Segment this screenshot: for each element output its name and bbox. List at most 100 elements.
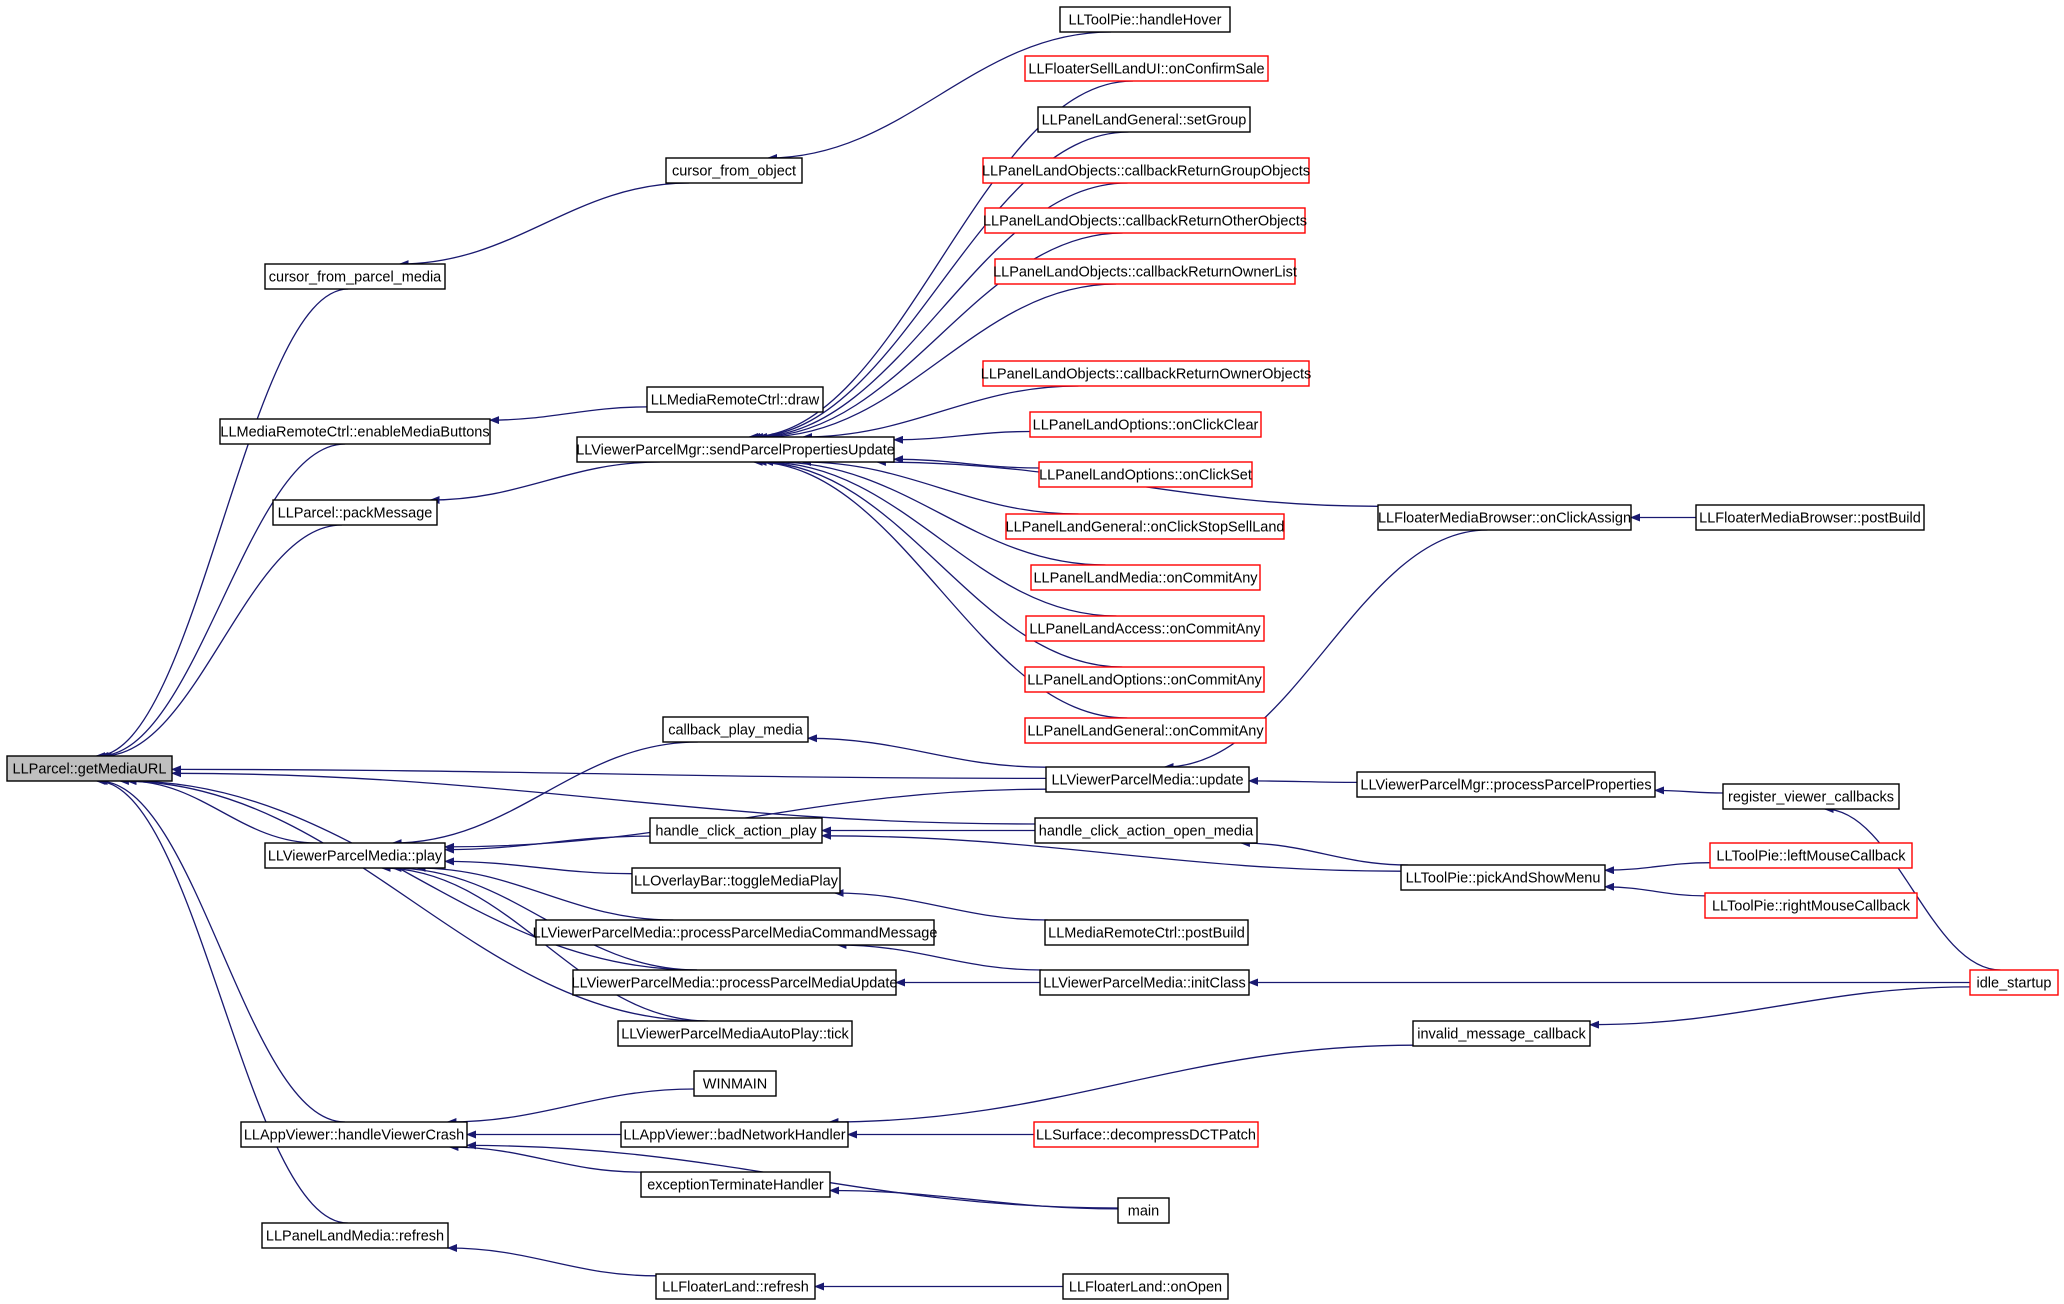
graph-node[interactable]: LLPanelLandOptions::onClickClear bbox=[1029, 411, 1262, 438]
node-box bbox=[1062, 1273, 1229, 1300]
node-box bbox=[1704, 892, 1918, 919]
graph-node[interactable]: LLToolPie::leftMouseCallback bbox=[1709, 842, 1913, 869]
node-box bbox=[649, 817, 823, 844]
node-label: LLParcel::packMessage bbox=[278, 506, 433, 522]
graph-node[interactable]: LLPanelLandObjects::callbackReturnOwnerL… bbox=[993, 258, 1297, 285]
node-box bbox=[1969, 969, 2059, 996]
node-box bbox=[1044, 919, 1249, 946]
edge-cbReturnOtherObjects-to-sendParcelPropertiesUpdate bbox=[756, 232, 1123, 441]
graph-node[interactable]: LLViewerParcelMedia::update bbox=[1045, 766, 1250, 793]
graph-node[interactable]: LLFloaterSellLandUI::onConfirmSale bbox=[1024, 55, 1269, 82]
node-label: LLPanelLandObjects::callbackReturnOwnerO… bbox=[981, 367, 1311, 383]
graph-node[interactable]: LLToolPie::pickAndShowMenu bbox=[1400, 864, 1606, 891]
node-box bbox=[620, 1121, 849, 1148]
graph-node[interactable]: LLPanelLandOptions::onCommitAny bbox=[1024, 666, 1265, 693]
graph-node[interactable]: LLPanelLandGeneral::setGroup bbox=[1037, 106, 1251, 133]
edge-processParcelMediaUpdate-to-vpmPlay bbox=[391, 864, 698, 971]
graph-node[interactable]: LLMediaRemoteCtrl::postBuild bbox=[1044, 919, 1249, 946]
graph-node[interactable]: LLFloaterLand::onOpen bbox=[1062, 1273, 1229, 1300]
node-label: LLOverlayBar::toggleMediaPlay bbox=[634, 874, 839, 890]
graph-node[interactable]: LLViewerParcelMedia::play bbox=[264, 842, 446, 869]
edge-vpmPlay-to-getMediaURL bbox=[126, 777, 317, 844]
node-box bbox=[240, 1121, 468, 1148]
graph-node[interactable]: idle_startup bbox=[1969, 969, 2059, 996]
node-label: invalid_message_callback bbox=[1417, 1027, 1586, 1043]
graph-node[interactable]: LLViewerParcelMedia::processParcelMediaU… bbox=[572, 969, 898, 996]
node-box bbox=[665, 157, 803, 184]
graph-node[interactable]: LLSurface::decompressDCTPatch bbox=[1033, 1121, 1259, 1148]
graph-node[interactable]: LLFloaterLand::refresh bbox=[655, 1273, 816, 1300]
node-box bbox=[1033, 1121, 1259, 1148]
node-box bbox=[1695, 504, 1925, 531]
edge-cbReturnOwnerList-to-sendParcelPropertiesUpdate bbox=[763, 283, 1117, 441]
graph-node[interactable]: LLPanelLandGeneral::onClickStopSellLand bbox=[1005, 513, 1285, 540]
graph-node[interactable]: exceptionTerminateHandler bbox=[640, 1171, 831, 1198]
node-label: LLToolPie::rightMouseCallback bbox=[1712, 899, 1911, 915]
graph-node[interactable]: LLPanelLandObjects::callbackReturnGroupO… bbox=[982, 157, 1310, 184]
focus-node: LLParcel::getMediaURL bbox=[6, 755, 173, 782]
graph-node[interactable]: LLPanelLandAccess::onCommitAny bbox=[1025, 615, 1265, 642]
graph-node[interactable]: LLPanelLandOptions::onClickSet bbox=[1038, 461, 1253, 488]
edge-mrcDraw-to-enableMediaButtons bbox=[489, 406, 648, 425]
node-box bbox=[1024, 717, 1267, 744]
graph-node[interactable]: LLPanelLandObjects::callbackReturnOwnerO… bbox=[981, 360, 1311, 387]
graph-node[interactable]: WINMAIN bbox=[693, 1070, 777, 1097]
graph-node[interactable]: handle_click_action_open_media bbox=[1034, 817, 1258, 844]
graph-node[interactable]: LLParcel::packMessage bbox=[272, 499, 438, 526]
graph-node[interactable]: LLViewerParcelMgr::processParcelProperti… bbox=[1356, 771, 1656, 798]
node-box bbox=[1356, 771, 1656, 798]
graph-node[interactable]: LLViewerParcelMedia::processParcelMediaC… bbox=[533, 919, 938, 946]
node-box bbox=[1024, 666, 1265, 693]
node-label: LLPanelLandMedia::refresh bbox=[266, 1229, 444, 1245]
node-label: callback_play_media bbox=[668, 723, 804, 739]
node-label: LLPanelLandOptions::onClickSet bbox=[1039, 468, 1252, 484]
edge-cursorFromParcelMedia-to-getMediaURL bbox=[95, 288, 349, 760]
node-box bbox=[1039, 969, 1250, 996]
graph-node[interactable]: invalid_message_callback bbox=[1412, 1020, 1591, 1047]
node-label: LLViewerParcelMgr::sendParcelPropertiesU… bbox=[576, 443, 895, 459]
node-label: LLSurface::decompressDCTPatch bbox=[1036, 1128, 1256, 1144]
graph-node[interactable]: register_viewer_callbacks bbox=[1722, 783, 1900, 810]
graph-node[interactable]: LLPanelLandGeneral::onCommitAny bbox=[1024, 717, 1267, 744]
node-label: LLPanelLandGeneral::setGroup bbox=[1042, 113, 1247, 129]
node-box bbox=[1025, 615, 1265, 642]
node-label: idle_startup bbox=[1977, 976, 2052, 992]
edge-autoPlayTick-to-getMediaURL bbox=[118, 777, 705, 1022]
node-label: LLViewerParcelMedia::update bbox=[1051, 773, 1243, 789]
graph-node[interactable]: LLAppViewer::badNetworkHandler bbox=[620, 1121, 849, 1148]
graph-node[interactable]: LLFloaterMediaBrowser::onClickAssign bbox=[1377, 504, 1632, 531]
node-label: LLAppViewer::handleViewerCrash bbox=[244, 1128, 464, 1144]
graph-node[interactable]: LLMediaRemoteCtrl::enableMediaButtons bbox=[219, 418, 491, 445]
node-box bbox=[1377, 504, 1632, 531]
node-label: LLViewerParcelMedia::processParcelMediaC… bbox=[533, 926, 938, 942]
node-label: LLPanelLandMedia::onCommitAny bbox=[1033, 571, 1258, 587]
node-box bbox=[572, 969, 897, 996]
node-box bbox=[982, 360, 1310, 387]
graph-node[interactable]: cursor_from_object bbox=[665, 157, 803, 184]
node-label: LLMediaRemoteCtrl::postBuild bbox=[1048, 926, 1245, 942]
graph-node[interactable]: LLPanelLandMedia::onCommitAny bbox=[1030, 564, 1261, 591]
graph-node[interactable]: LLToolPie::handleHover bbox=[1059, 6, 1231, 33]
graph-node[interactable]: main bbox=[1117, 1197, 1170, 1224]
graph-node[interactable]: LLPanelLandMedia::refresh bbox=[261, 1222, 449, 1249]
node-label: LLFloaterMediaBrowser::postBuild bbox=[1699, 511, 1921, 527]
graph-node[interactable]: handle_click_action_play bbox=[649, 817, 823, 844]
node-box bbox=[264, 842, 446, 869]
graph-node[interactable]: LLViewerParcelMgr::sendParcelPropertiesU… bbox=[576, 436, 895, 463]
graph-node[interactable]: callback_play_media bbox=[662, 716, 809, 743]
graph-node[interactable]: LLToolPie::rightMouseCallback bbox=[1704, 892, 1918, 919]
graph-node[interactable]: LLMediaRemoteCtrl::draw bbox=[646, 386, 824, 413]
node-label: LLFloaterLand::refresh bbox=[662, 1280, 809, 1296]
graph-node[interactable]: LLOverlayBar::toggleMediaPlay bbox=[631, 867, 841, 894]
node-label: LLViewerParcelMediaAutoPlay::tick bbox=[621, 1027, 849, 1043]
node-box bbox=[1029, 411, 1262, 438]
graph-node[interactable]: LLPanelLandObjects::callbackReturnOtherO… bbox=[983, 207, 1307, 234]
graph-node[interactable]: LLViewerParcelMediaAutoPlay::tick bbox=[617, 1020, 853, 1047]
graph-node[interactable]: LLAppViewer::handleViewerCrash bbox=[240, 1121, 468, 1148]
graph-node[interactable]: LLFloaterMediaBrowser::postBuild bbox=[1695, 504, 1925, 531]
graph-node[interactable]: LLViewerParcelMedia::initClass bbox=[1039, 969, 1250, 996]
edge-handleClickActionPlay-to-vpmPlay bbox=[444, 835, 651, 854]
node-label: LLFloaterLand::onOpen bbox=[1069, 1280, 1222, 1296]
graph-node[interactable]: cursor_from_parcel_media bbox=[264, 263, 446, 290]
node-box bbox=[662, 716, 809, 743]
